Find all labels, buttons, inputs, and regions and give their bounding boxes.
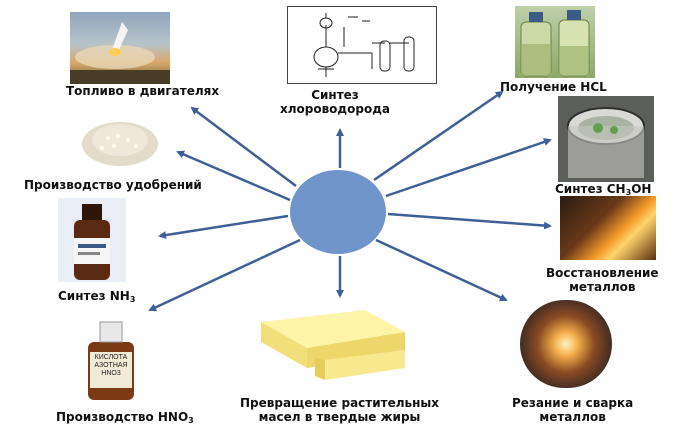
label-fats: Превращение растительных масел в твердые… <box>240 396 439 424</box>
label-ammonia: Синтез NH3 <box>58 289 136 304</box>
molten-metal-photo <box>560 196 656 260</box>
label-fuel: Топливо в двигателях <box>66 84 220 98</box>
arrow-to-ammonia <box>158 214 289 240</box>
label-methanol: Синтез CH3OH <box>555 182 652 197</box>
arrow-to-fuel <box>190 106 297 187</box>
welding-sparks-photo <box>520 300 612 388</box>
label-welding: Резание и сварка металлов <box>512 396 634 424</box>
rocket-launch-photo <box>70 12 170 84</box>
label-fertilizers: Производство удобрений <box>24 178 202 192</box>
arrow-to-welding <box>375 238 508 302</box>
bottle-label-text: КИСЛОТА АЗОТНАЯ HNO3 <box>94 354 128 377</box>
butter-photo <box>255 302 410 386</box>
arrow-to-methanol <box>385 138 552 198</box>
nitric-acid-bottle-photo: КИСЛОТА АЗОТНАЯ HNO3 <box>80 318 142 402</box>
arrow-to-metal-reduction <box>387 212 552 230</box>
fertilizer-granules-photo <box>78 108 162 172</box>
center-node <box>290 170 386 254</box>
arrow-to-fertilizers <box>176 150 291 202</box>
ammonia-bottle-photo <box>58 198 126 282</box>
arrow-to-hcl <box>373 90 504 182</box>
label-nitric-acid: Производство HNO3 <box>56 410 194 425</box>
label-metal-reduction: Восстановление металлов <box>546 266 659 294</box>
arrow-to-nitric-acid <box>148 238 301 312</box>
lab-apparatus-drawing <box>287 6 437 84</box>
label-hcl: Получение HCL <box>500 80 607 94</box>
acid-bottles-photo <box>515 6 595 78</box>
reactor-vessel-photo <box>558 96 654 182</box>
label-hcl-synthesis: Синтез хлороводорода <box>279 88 390 116</box>
